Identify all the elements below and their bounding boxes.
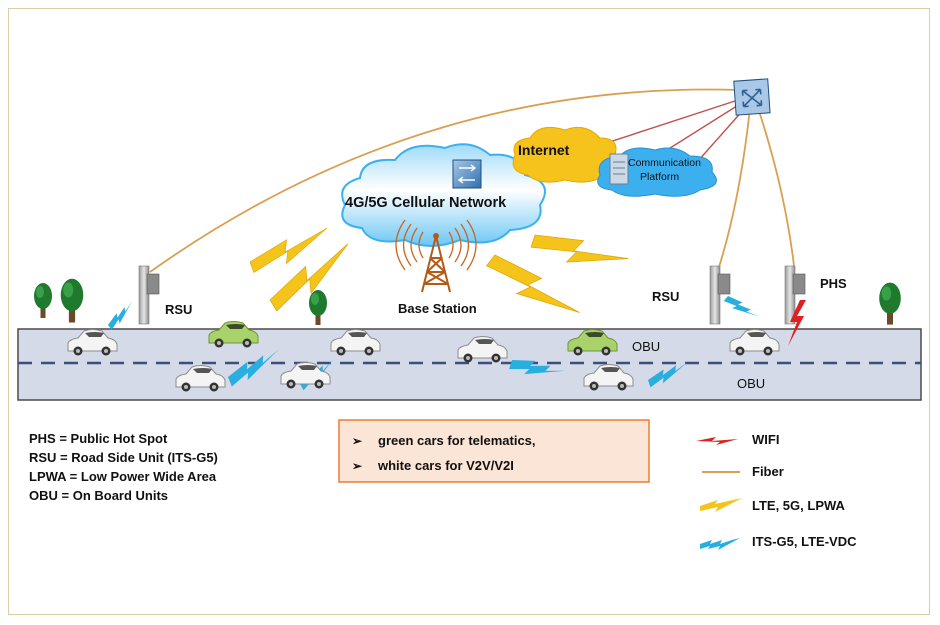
fiber-link-rsu-right <box>718 107 751 268</box>
legend-fiber-label: Fiber <box>752 464 784 479</box>
abbreviation-item: RSU = Road Side Unit (ITS-G5) <box>29 450 218 465</box>
platform-label-line1: Communication <box>628 157 701 169</box>
legend: WIFI Fiber LTE, 5G, LPWA ITS-G5, LTE-VDC <box>696 432 857 550</box>
abbreviation-list: PHS = Public Hot Spot RSU = Road Side Un… <box>29 431 218 503</box>
base-station-tower <box>395 219 477 293</box>
lte-bolt-icon <box>246 224 335 276</box>
communication-platform-cloud <box>597 147 717 197</box>
its-bolt-icon <box>700 538 740 550</box>
note-item: green cars for telematics, <box>378 433 536 448</box>
abbreviation-item: PHS = Public Hot Spot <box>29 431 168 446</box>
abbreviation-item: LPWA = Low Power Wide Area <box>29 469 217 484</box>
note-bullet-icon: ➢ <box>352 434 363 448</box>
rsu-right-pole-icon <box>709 265 731 325</box>
fiber-link-phs <box>757 107 795 267</box>
core-switch-icon <box>733 78 771 116</box>
note-bullet-icon: ➢ <box>352 459 363 473</box>
internet-label: Internet <box>518 142 570 158</box>
rsu-right-label: RSU <box>652 289 679 304</box>
rsu-left-label: RSU <box>165 302 192 317</box>
its-bolt-icon <box>105 300 139 330</box>
note-box: ➢ green cars for telematics, ➢ white car… <box>338 419 650 483</box>
tree-icon <box>34 283 52 318</box>
lte-bolt-icon <box>700 498 742 512</box>
wifi-bolt-icon <box>788 300 806 346</box>
phs-label: PHS <box>820 276 847 291</box>
base-station-label: Base Station <box>398 301 477 316</box>
platform-label-line2: Platform <box>640 171 679 183</box>
cellular-network-cloud <box>341 143 546 247</box>
note-item: white cars for V2V/V2I <box>377 458 514 473</box>
server-icon <box>609 153 629 185</box>
lte-bolt-icon <box>529 225 631 281</box>
road <box>17 328 922 401</box>
tree-icon <box>879 282 901 325</box>
wifi-bolt-icon <box>696 437 738 445</box>
tree-icon <box>309 290 327 325</box>
cellular-network-label: 4G/5G Cellular Network <box>345 195 507 211</box>
network-switch-icon <box>452 159 482 189</box>
rsu-left-pole-icon <box>138 265 160 325</box>
legend-lte-label: LTE, 5G, LPWA <box>752 498 846 513</box>
lte-bolt-icon <box>483 246 583 333</box>
wifi-link <box>788 300 806 346</box>
obu-upper-label: OBU <box>632 339 660 354</box>
diagram-frame <box>8 8 930 615</box>
legend-its-label: ITS-G5, LTE-VDC <box>752 534 857 549</box>
legend-wifi-label: WIFI <box>752 432 779 447</box>
obu-lower-label: OBU <box>737 376 765 391</box>
fiber-links <box>149 88 795 273</box>
abbreviation-item: OBU = On Board Units <box>29 488 168 503</box>
its-bolt-icon <box>723 292 760 326</box>
fiber-link-rsu-left <box>149 88 741 273</box>
tree-icon <box>60 278 84 323</box>
